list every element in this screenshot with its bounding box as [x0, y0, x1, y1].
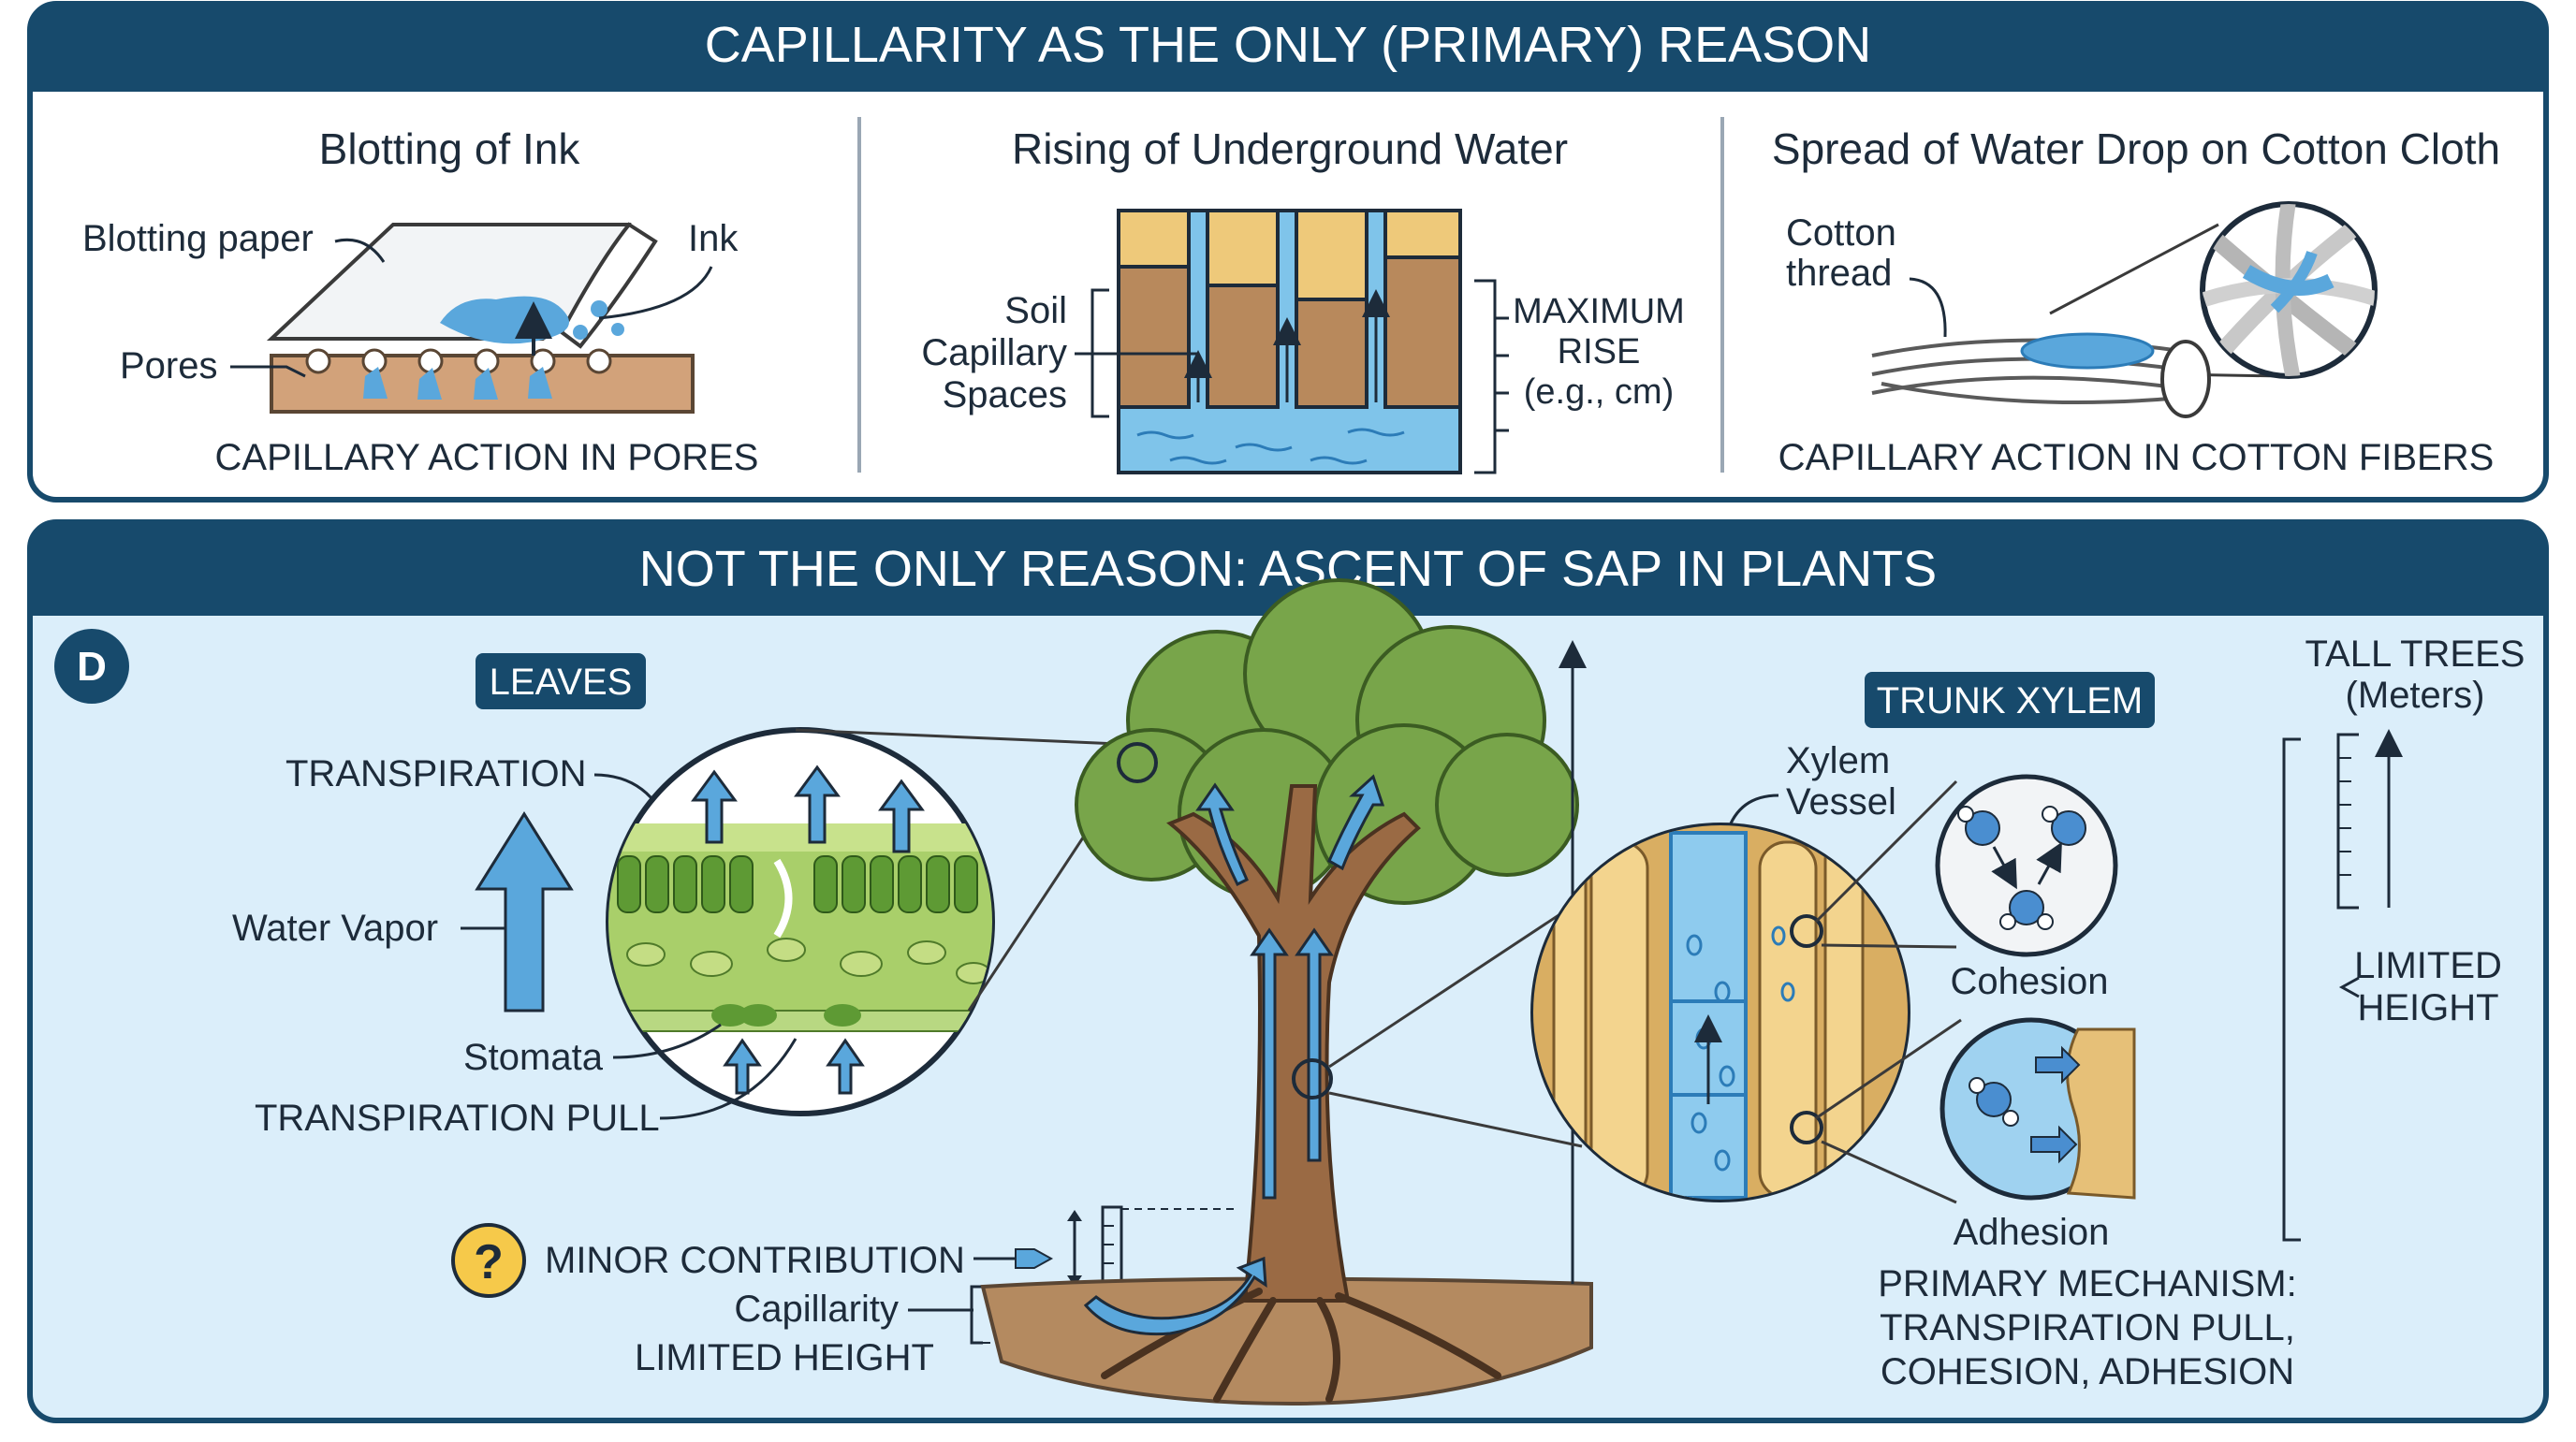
label-adhesion: Adhesion — [1954, 1212, 2110, 1253]
primary-mechanism: PRIMARY MECHANISM: TRANSPIRATION PULL, C… — [1878, 1263, 2296, 1392]
palisade-cells — [617, 855, 978, 913]
cotton-title: Spread of Water Drop on Cotton Cloth — [1772, 124, 2500, 173]
label-height: HEIGHT — [2357, 987, 2498, 1028]
label-stomata: Stomata — [463, 1037, 604, 1078]
ink-caption: CAPILLARY ACTION IN PORES — [215, 437, 759, 478]
label-pores: Pores — [120, 345, 218, 386]
cohesion-zoom — [1935, 774, 2118, 957]
label-cohesion: Cohesion — [1950, 961, 2108, 1002]
tall-trees-section: TALL TREES (Meters) LIMITED HEIGHT — [2282, 634, 2525, 1242]
label-xylem: Xylem — [1786, 740, 1890, 781]
label-transpiration-pull: TRANSPIRATION PULL — [255, 1098, 660, 1139]
trunk-xylem-tag-label: TRUNK XYLEM — [1877, 680, 2144, 721]
label-cotton: Cotton — [1786, 212, 1896, 254]
tree — [980, 578, 1593, 1406]
leaves-tag-label: LEAVES — [490, 662, 633, 703]
soil-columns — [1117, 209, 1462, 409]
label-rise: RISE — [1558, 332, 1641, 371]
primary-line-2: TRANSPIRATION PULL, — [1880, 1307, 2295, 1348]
label-thread: thread — [1786, 253, 1892, 294]
cotton-section: Spread of Water Drop on Cotton Cloth Cot… — [1772, 124, 2500, 478]
vapor-out-arrows — [691, 765, 925, 853]
ink-title: Blotting of Ink — [319, 124, 581, 173]
label-spaces: Spaces — [943, 374, 1067, 415]
label-tall-trees: TALL TREES — [2305, 634, 2525, 675]
pull-arrows — [723, 1038, 865, 1095]
label-soil: Soil — [1004, 290, 1067, 331]
water-molecules-cohesion — [1957, 806, 2086, 930]
label-maximum: MAXIMUM — [1513, 292, 1685, 331]
water-title: Rising of Underground Water — [1012, 124, 1568, 173]
label-limited-height-minor: LIMITED HEIGHT — [635, 1337, 934, 1378]
xylem-section: TRUNK XYLEM Xylem Vessel — [1530, 672, 2155, 1253]
sap-flow-arrows — [1195, 774, 1385, 1200]
underground-water-section: Rising of Underground Water — [921, 124, 1685, 474]
label-meters: (Meters) — [2346, 675, 2485, 716]
primary-line-3: COHESION, ADHESION — [1881, 1351, 2294, 1392]
label-transpiration: TRANSPIRATION — [285, 753, 587, 794]
bottom-banner-title: NOT THE ONLY REASON: ASCENT OF SAP IN PL… — [639, 541, 1937, 597]
primary-line-1: PRIMARY MECHANISM: — [1878, 1263, 2296, 1304]
question-symbol: ? — [474, 1235, 504, 1289]
water-molecules-adhesion — [1969, 1045, 2081, 1164]
label-capillarity: Capillarity — [734, 1289, 899, 1330]
cotton-caption: CAPILLARY ACTION IN COTTON FIBERS — [1778, 437, 2495, 478]
label-water-vapor: Water Vapor — [232, 908, 438, 949]
label-minor-contribution: MINOR CONTRIBUTION — [545, 1240, 965, 1281]
label-limited: LIMITED — [2354, 945, 2502, 986]
section-badge — [54, 629, 129, 704]
minor-contribution: ? MINOR CONTRIBUTION Capillarity LIMITED… — [451, 1205, 1236, 1378]
leaves-tag — [476, 653, 646, 709]
label-vessel: Vessel — [1786, 781, 1896, 823]
ink-section: Blotting of Ink Blotting paper Ink Pores… — [82, 124, 758, 478]
question-icon — [451, 1223, 526, 1298]
top-banner-title: CAPILLARITY AS THE ONLY (PRIMARY) REASON — [705, 17, 1871, 73]
label-blotting-paper: Blotting paper — [82, 218, 314, 259]
trunk-xylem-tag — [1865, 672, 2155, 728]
label-capillary: Capillary — [921, 332, 1067, 373]
section-badge-label: D — [77, 644, 107, 690]
label-ink: Ink — [688, 218, 739, 259]
label-rise-unit: (e.g., cm) — [1524, 372, 1674, 412]
leaves-section: LEAVES TRANSPIRATION Water Vapor — [232, 653, 1125, 1139]
